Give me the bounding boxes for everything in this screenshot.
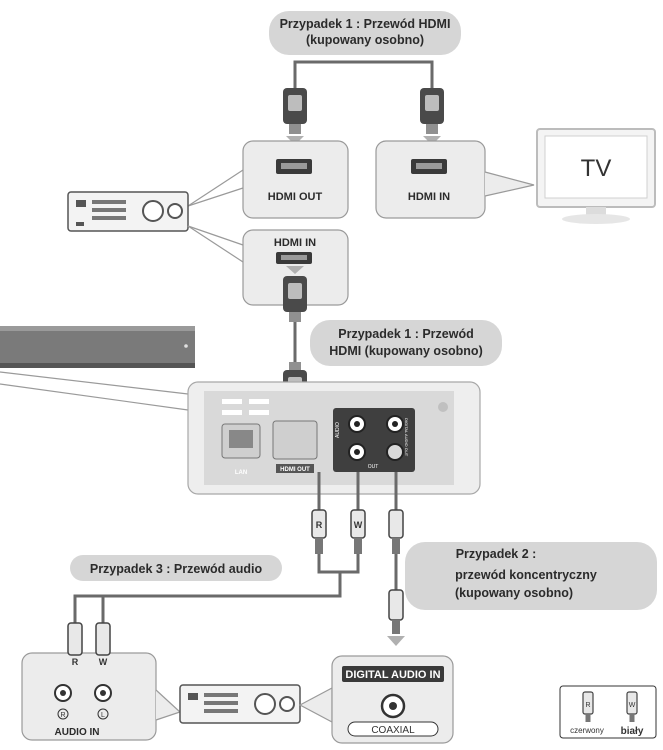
audio-in-callout: R W R L AUDIO IN <box>21 622 182 741</box>
panel-hdmi-out-port <box>272 420 318 460</box>
hdmi-plug-left <box>283 88 307 134</box>
lan-label: LAN <box>235 470 247 476</box>
audio-plug-red <box>67 622 83 656</box>
av-receiver-bottom-icon <box>179 684 301 724</box>
rca-audio-cable: R W <box>73 472 366 623</box>
case1-top-label-line2: (kupowany osobno) <box>306 33 424 47</box>
hdmi-in-receiver-callout: HDMI IN <box>187 225 349 306</box>
hdmi-in-tv-box <box>375 140 486 219</box>
legend-red-letter: R <box>585 702 590 709</box>
rca-plug-red-letter: R <box>316 520 323 530</box>
case2-label-line2: przewód koncentryczny <box>455 568 597 582</box>
hdmi-in-tv-label: HDMI IN <box>408 191 450 203</box>
case1-mid-label-line1: Przypadek 1 : Przewód <box>338 327 473 341</box>
legend-white-label: biały <box>621 726 644 737</box>
legend-red-label: czerwony <box>570 726 604 735</box>
rear-panel: LAN HDMI OUT AUDIO DIGITAL AUDIO OUT OUT <box>187 381 481 495</box>
case2-label-pill <box>405 542 657 610</box>
hdmi-cable-top-wire <box>293 60 434 90</box>
panel-digital-label: DIGITAL AUDIO OUT <box>404 418 409 457</box>
tv-label: TV <box>581 155 612 182</box>
audio-plug-white-letter: W <box>99 657 108 667</box>
jack-left-letter: L <box>101 712 105 719</box>
case2-label-line1: Przypadek 2 : <box>456 547 537 561</box>
case2-label-line3: (kupowany osobno) <box>455 586 573 600</box>
panel-out-label: OUT <box>368 464 379 470</box>
hdmi-plug-right <box>420 88 444 134</box>
coaxial-plug-top <box>388 509 404 539</box>
case3-label-pill <box>70 555 282 581</box>
hdmi-out-label: HDMI OUT <box>268 191 323 203</box>
case1-mid-label-pill <box>310 320 502 366</box>
tv-icon: TV <box>536 128 656 224</box>
av-receiver-top-icon <box>67 191 189 232</box>
hdmi-in-receiver-label: HDMI IN <box>274 237 316 249</box>
hdmi-cable-top: Przypadek 1 : Przewód HDMI (kupowany oso… <box>269 11 461 145</box>
audio-plug-white <box>95 622 111 656</box>
rca-plug-white-letter: W <box>354 520 363 530</box>
hdmi-out-callout: HDMI OUT <box>187 140 349 219</box>
case3-label: Przypadek 3 : Przewód audio <box>70 555 282 581</box>
case2-label: Przypadek 2 : przewód koncentryczny (kup… <box>405 542 657 610</box>
hdmi-out-box <box>242 140 349 219</box>
coaxial-cable <box>387 472 405 646</box>
panel-audio-label: AUDIO <box>335 422 341 438</box>
digital-audio-in-callout: DIGITAL AUDIO IN COAXIAL <box>298 655 454 744</box>
panel-hdmi-out-label: HDMI OUT <box>280 467 310 473</box>
case1-top-label-pill <box>269 11 461 55</box>
plug-color-legend: R W czerwony biały <box>559 685 657 739</box>
legend-white-letter: W <box>629 702 636 709</box>
audio-in-label: AUDIO IN <box>55 727 100 738</box>
case3-label-text: Przypadek 3 : Przewód audio <box>90 562 263 576</box>
jack-right-letter: R <box>60 712 65 719</box>
blu-ray-player-icon <box>0 326 195 411</box>
coaxial-label: COAXIAL <box>371 725 415 736</box>
case1-mid-label-line2: HDMI (kupowany osobno) <box>329 344 482 358</box>
audio-plug-red-letter: R <box>72 657 79 667</box>
hdmi-in-tv-callout: HDMI IN <box>375 140 535 219</box>
digital-audio-in-label: DIGITAL AUDIO IN <box>345 669 440 681</box>
case1-top-label-line1: Przypadek 1 : Przewód HDMI <box>280 17 451 31</box>
coaxial-plug-bottom <box>388 589 404 621</box>
hdmi-cable-middle: Przypadek 1 : Przewód HDMI (kupowany oso… <box>283 266 502 404</box>
audio-output-block <box>333 408 415 472</box>
